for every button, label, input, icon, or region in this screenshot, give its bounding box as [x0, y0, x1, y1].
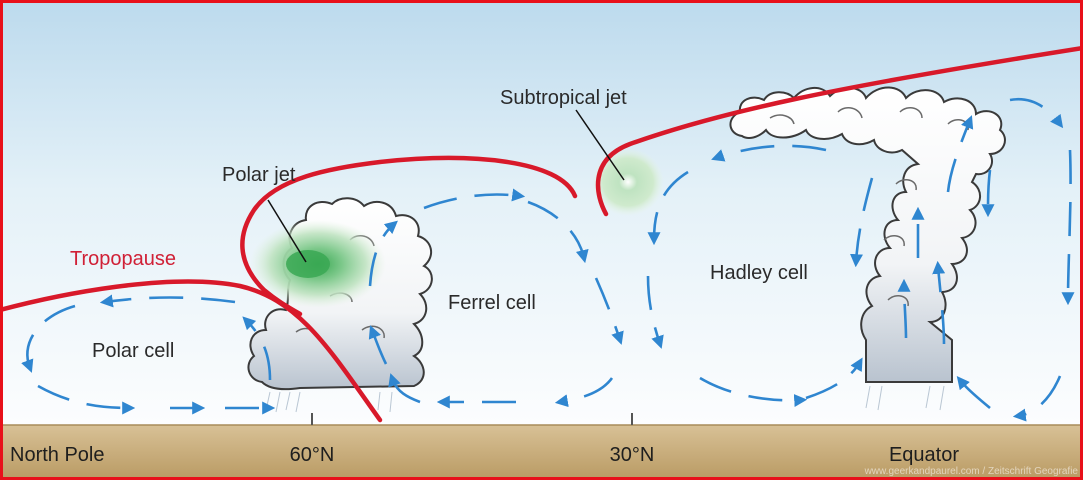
lat-30-label: 30°N	[610, 444, 655, 466]
polar-jet-label: Polar jet	[222, 164, 296, 186]
polar-jet-pointer	[267, 199, 307, 263]
tropopause-label: Tropopause	[70, 248, 176, 270]
ferrel-cell-label: Ferrel cell	[448, 292, 536, 314]
ground-strip	[0, 425, 1083, 480]
subtropical-jet-label: Subtropical jet	[500, 87, 627, 109]
circulation-arrows	[21, 97, 1075, 422]
subtropical-jet-pointer	[575, 109, 625, 181]
tropopause-line	[0, 45, 1083, 423]
equator-label: Equator	[889, 444, 959, 466]
subtropical-jet-core	[592, 148, 664, 216]
watermark: www.geerkandpaurel.com / Zeitschrift Geo…	[864, 466, 1079, 477]
polar-cell-label: Polar cell	[92, 340, 174, 362]
lat-60-label: 60°N	[290, 444, 335, 466]
latitude-ticks	[311, 413, 633, 425]
north-pole-label: North Pole	[10, 444, 105, 466]
hadley-cell-label: Hadley cell	[710, 262, 808, 284]
